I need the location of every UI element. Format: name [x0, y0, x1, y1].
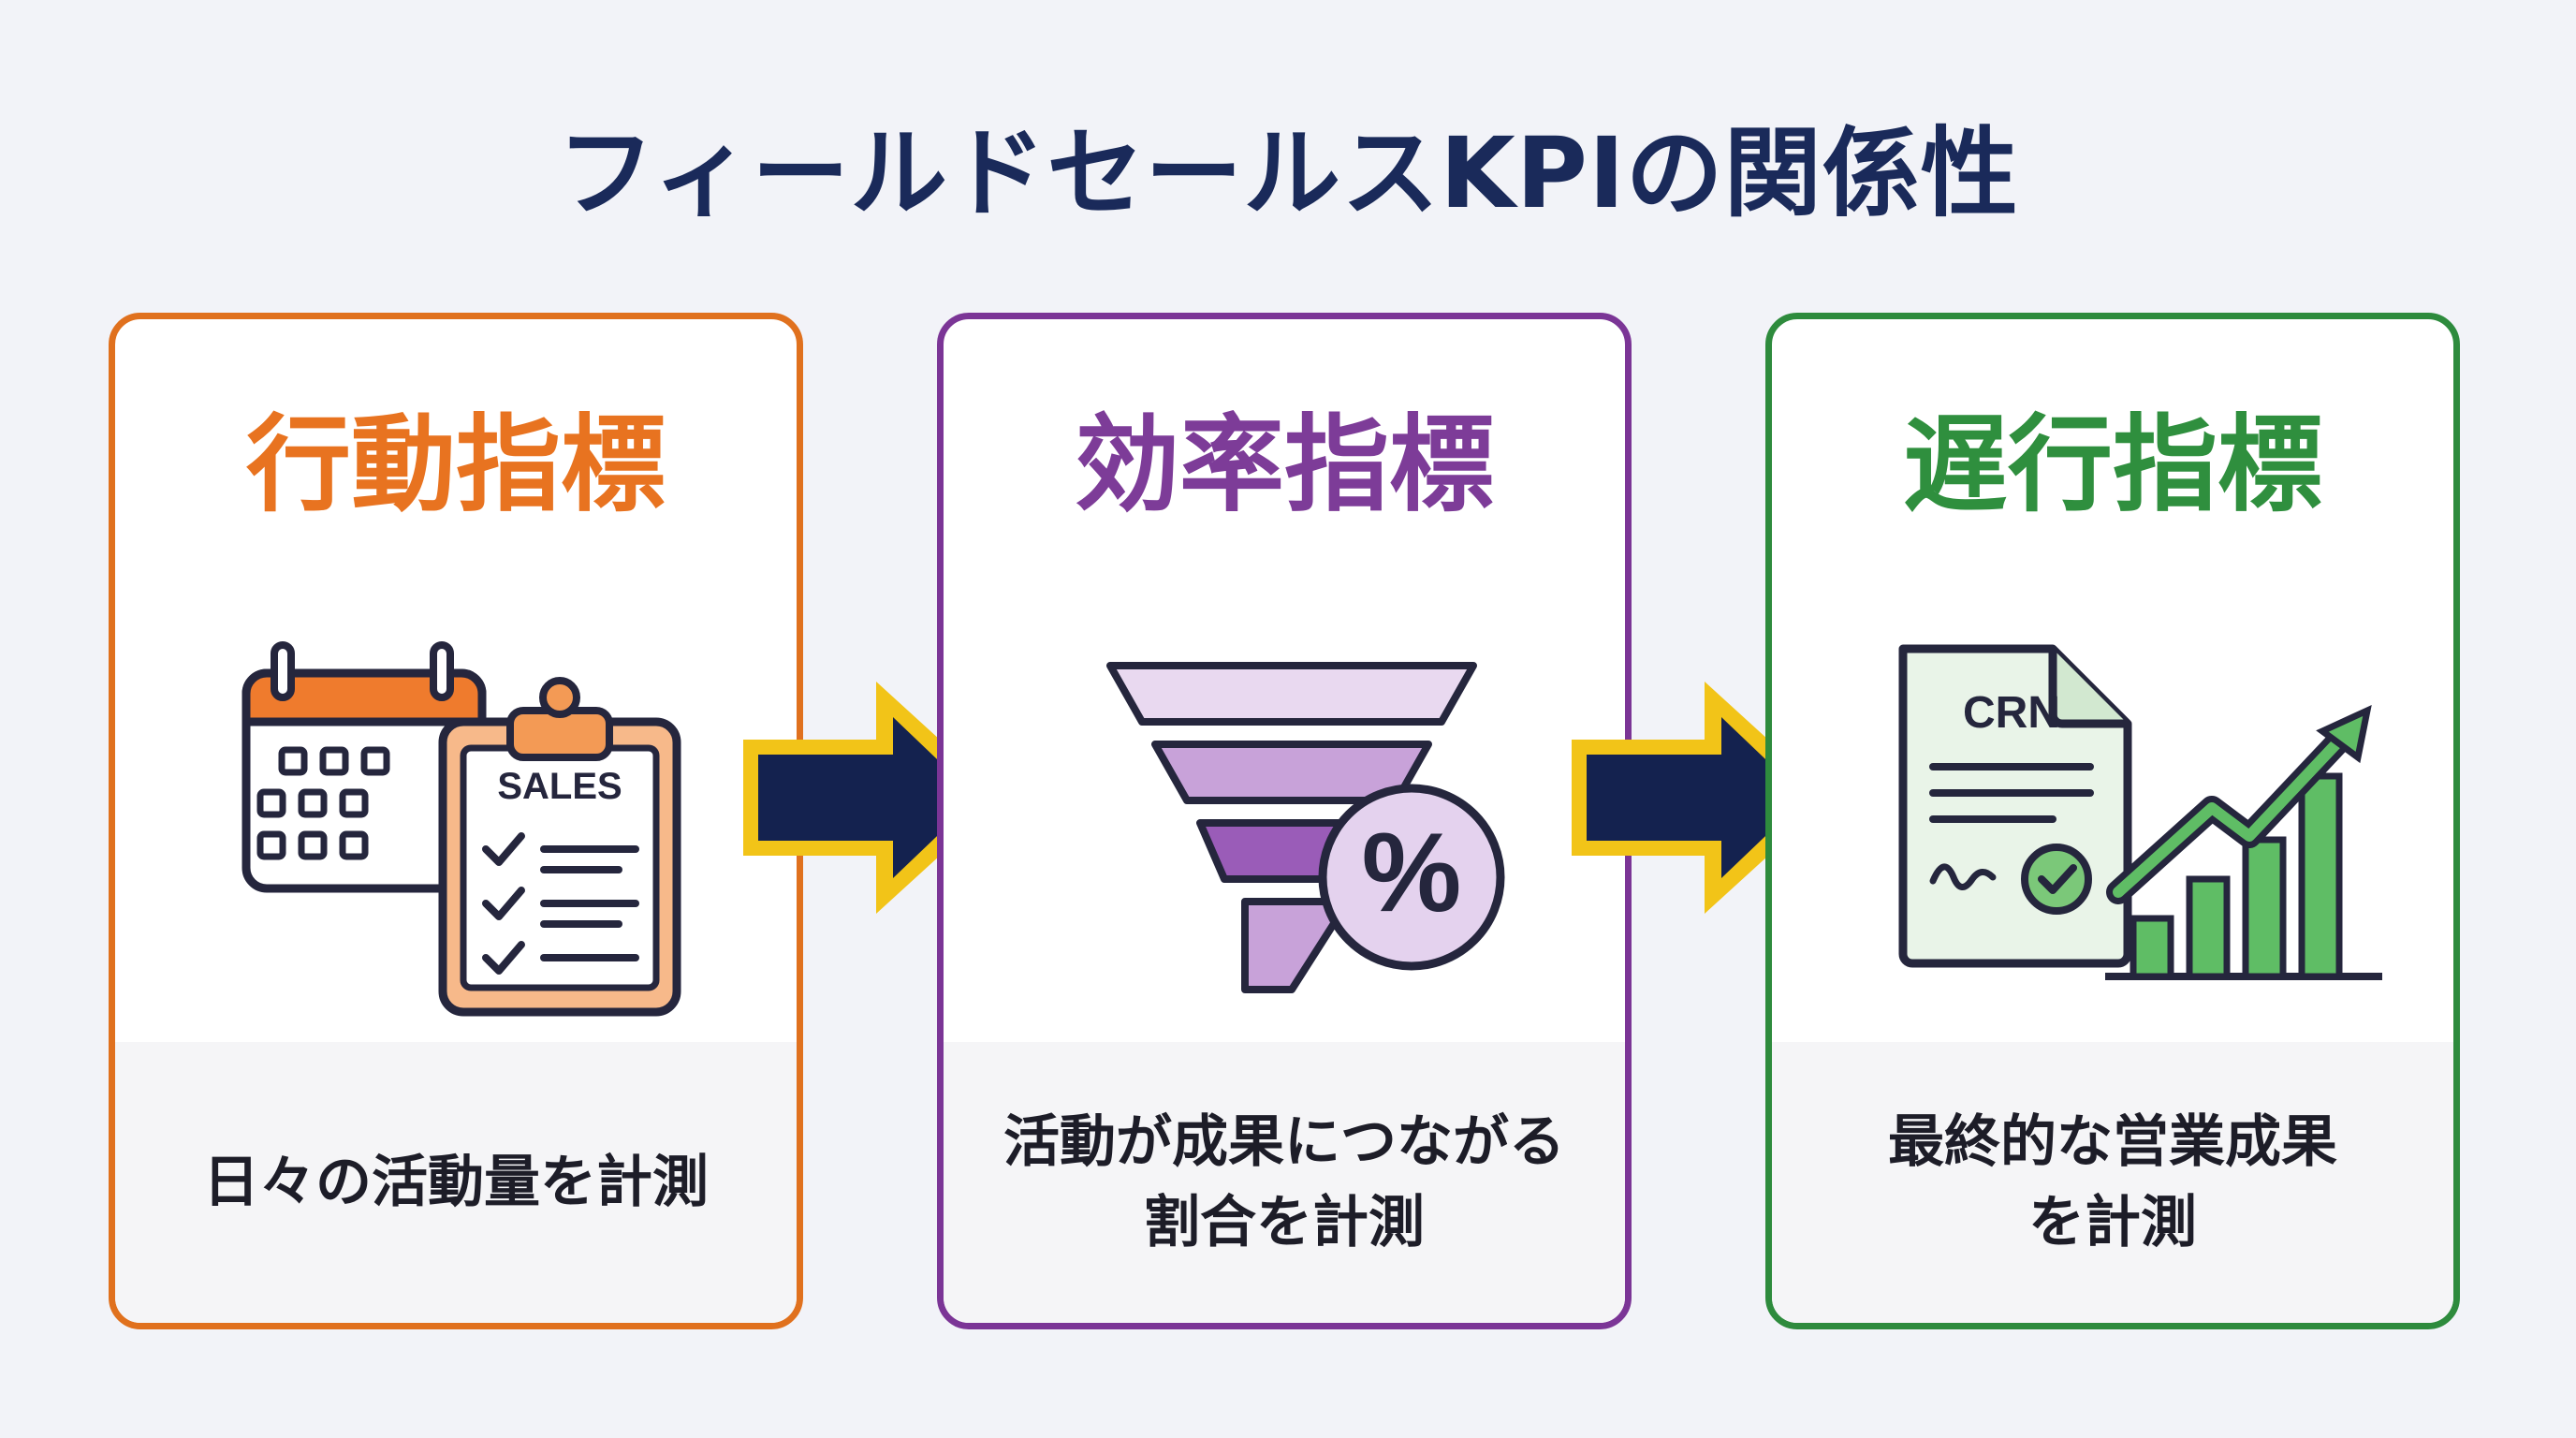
card-heading-action: 行動指標	[246, 404, 666, 526]
card-description-efficiency: 活動が成果につながる 割合を計測	[1003, 1109, 1565, 1255]
lagging-metrics-card: 遅行指標 CRN 最終的な営業成果	[1765, 313, 2460, 1329]
card-footer-lagging: 最終的な営業成果 を計測	[1772, 1042, 2453, 1323]
calendar-and-sales-checklist-icon: SALES	[242, 641, 681, 1017]
card-footer-efficiency: 活動が成果につながる 割合を計測	[944, 1042, 1625, 1323]
calendar-icon	[242, 641, 487, 893]
card-description-action: 日々の活動量を計測	[203, 1150, 709, 1215]
crm-document-growth-chart-icon: CRN	[1898, 644, 2382, 980]
card-description-lagging: 最終的な営業成果 を計測	[1888, 1109, 2337, 1255]
clipboard-label: SALES	[497, 766, 622, 807]
document-icon: CRN	[1898, 644, 2132, 968]
card-footer-action: 日々の活動量を計測	[115, 1042, 797, 1323]
card-heading-lagging: 遅行指標	[1903, 404, 2322, 526]
action-metrics-card: 行動指標 SALES	[109, 313, 803, 1329]
card-heading-efficiency: 効率指標	[1075, 404, 1494, 526]
svg-text:%: %	[1362, 810, 1462, 935]
page-title: フィールドセールスKPIの関係性	[557, 116, 2019, 230]
conversion-funnel-percent-icon: %	[1106, 662, 1505, 993]
percent-icon: %	[1318, 784, 1505, 971]
document-label: CRN	[1963, 688, 2060, 738]
efficiency-metrics-card: 効率指標 % 活動が成果につながる 割合を計測	[937, 313, 1632, 1329]
funnel-icon	[1106, 662, 1477, 993]
clipboard-icon: SALES	[438, 677, 681, 1017]
growth-chart-icon	[2105, 704, 2382, 980]
